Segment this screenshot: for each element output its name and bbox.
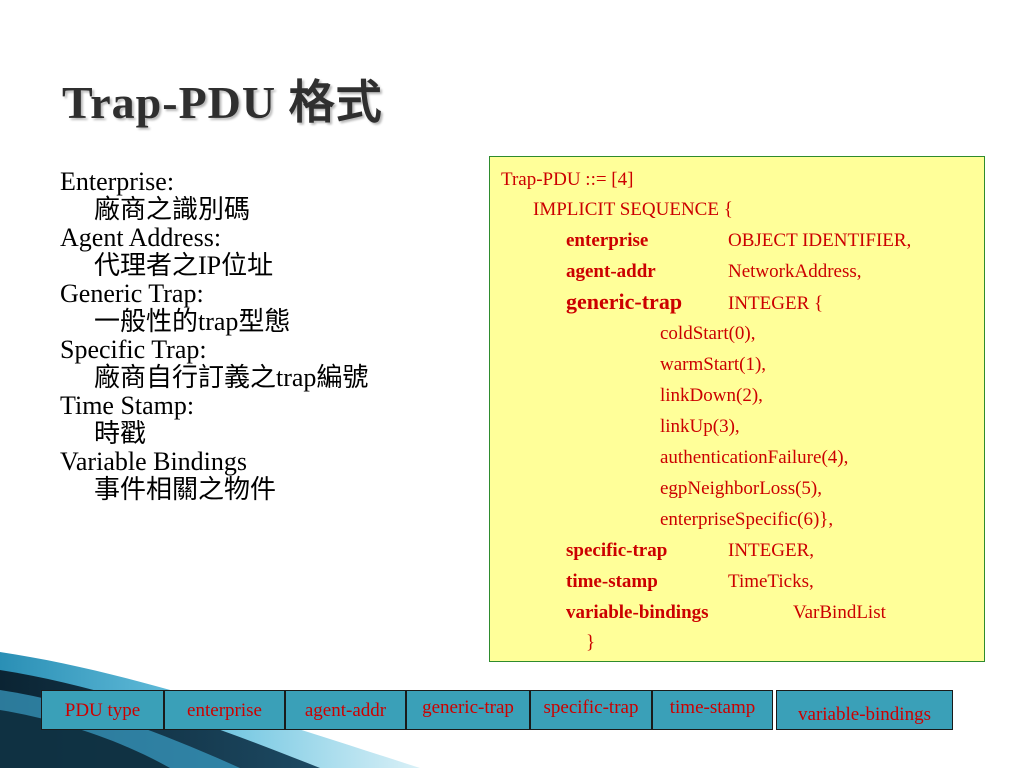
asn-generic-value: warmStart(1), [660,354,767,375]
asn-generic-value: enterpriseSpecific(6)}, [660,509,834,530]
field-label-enterprise: Enterprise: [60,167,175,196]
pdu-field-enterprise: enterprise [164,690,285,730]
asn-time-key: time-stamp [566,571,658,592]
field-label-variable-bindings: Variable Bindings [60,447,248,476]
asn-varbind-type: VarBindList [793,602,886,623]
field-desc-enterprise: 廠商之識別碼 [94,195,251,224]
asn-varbind-key: variable-bindings [566,602,709,623]
pdu-field-agent-addr: agent-addr [285,690,406,730]
asn-enterprise-key: enterprise [566,230,649,251]
field-label-generic-trap: Generic Trap: [60,279,204,308]
asn-enterprise-type: OBJECT IDENTIFIER, [728,230,912,251]
field-label-time-stamp: Time Stamp: [60,391,195,420]
asn-time-type: TimeTicks, [728,571,814,592]
field-descriptions: Enterprise: 廠商之識別碼 Agent Address: 代理者之IP… [60,168,480,504]
asn-specific-key: specific-trap [566,540,668,561]
field-label-agent-address: Agent Address: [60,223,222,252]
pdu-field-time-stamp: time-stamp [652,690,773,730]
asn-generic-value: linkDown(2), [660,385,763,406]
asn-generic-type: INTEGER { [728,293,824,314]
field-desc-variable-bindings: 事件相關之物件 [94,475,277,504]
asn-agent-type: NetworkAddress, [728,261,862,282]
asn-header: Trap-PDU ::= [4] [501,169,634,190]
pdu-field-generic-trap: generic-trap [406,690,530,730]
field-desc-specific-trap: 廠商自行訂義之trap編號 [94,363,369,392]
field-desc-agent-address: 代理者之IP位址 [94,251,274,280]
asn-generic-value: egpNeighborLoss(5), [660,478,822,499]
field-desc-generic-trap: 一般性的trap型態 [94,307,291,336]
asn-generic-value: coldStart(0), [660,323,756,344]
pdu-field-specific-trap: specific-trap [530,690,652,730]
asn-generic-value: linkUp(3), [660,416,740,437]
asn-agent-key: agent-addr [566,261,656,282]
asn1-definition-box: Trap-PDU ::= [4] IMPLICIT SEQUENCE { ent… [489,156,985,662]
page-title: Trap-PDU 格式 [62,77,383,128]
asn-generic-key: generic-trap [566,289,683,314]
asn-generic-value: authenticationFailure(4), [660,447,849,468]
pdu-field-variable-bindings: variable-bindings [776,690,953,730]
pdu-field-type: PDU type [41,690,164,730]
asn-specific-type: INTEGER, [728,540,815,561]
asn-sequence: IMPLICIT SEQUENCE { [533,199,733,220]
field-label-specific-trap: Specific Trap: [60,335,207,364]
asn-close-brace: } [586,632,596,653]
field-desc-time-stamp: 時戳 [94,419,147,448]
